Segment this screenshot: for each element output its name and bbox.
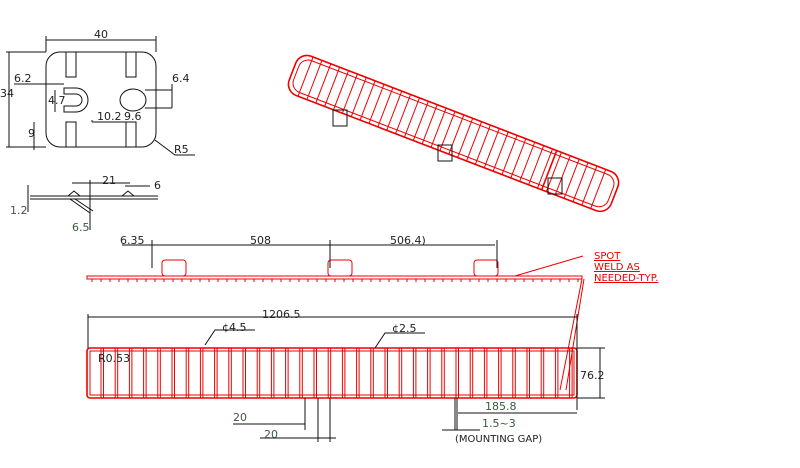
iso-cross-wire [359, 80, 376, 121]
iso-cross-wire [421, 104, 438, 145]
iso-cross-wire [430, 107, 447, 148]
iso-cross-wire [395, 94, 412, 134]
weld-note-2: WELD AS [594, 262, 640, 273]
iso-cross-wire [572, 162, 589, 202]
iso-cross-wire [466, 121, 483, 162]
weld-note-1: SPOT [594, 251, 621, 262]
dim-hole-size: 6.4 [172, 72, 190, 85]
iso-highlight-wire [540, 150, 558, 191]
iso-cross-wire [333, 70, 350, 111]
iso-cross-wire [528, 145, 545, 185]
iso-cross-wire [554, 155, 571, 196]
iso-cross-wire [537, 148, 554, 189]
plan-view [86, 314, 605, 442]
dim-slot-width: 4.7 [48, 94, 66, 107]
iso-cross-wire [341, 73, 358, 114]
dim-end-offset: 185.8 [485, 400, 517, 413]
iso-cross-wire [563, 158, 580, 199]
iso-cross-wire [412, 101, 429, 141]
iso-brackets [332, 109, 563, 195]
iso-cross-wire [457, 118, 474, 158]
dim-width: 40 [94, 28, 108, 41]
label-cross-wire: ¢2.5 [392, 322, 417, 335]
dim-spacing-2: 506.4) [390, 234, 426, 247]
iso-cross-wire [439, 111, 456, 151]
dim-plan-height: 76.2 [580, 369, 605, 382]
iso-cross-wire [306, 60, 323, 100]
dim-corner-radius: R5 [174, 143, 189, 156]
iso-cross-wire [590, 169, 607, 209]
iso-cross-wire [297, 56, 314, 97]
dim-bracket-length: 21 [102, 174, 116, 187]
dim-pitch-2: 20 [264, 428, 278, 441]
iso-cross-wire [492, 131, 509, 172]
iso-cross-wire [368, 84, 385, 124]
iso-cross-wire [448, 114, 465, 155]
dim-thickness: 1.2 [10, 204, 28, 217]
dim-bottom-offset: 9 [28, 127, 35, 140]
iso-cross-wire [483, 128, 500, 168]
dim-slot-offset: 6.2 [14, 72, 32, 85]
label-frame-wire: ¢4.5 [222, 321, 247, 334]
iso-cross-wire [501, 135, 518, 175]
iso-cross-wire [377, 87, 394, 128]
label-corner-radius: R0.53 [98, 352, 130, 365]
side-view [86, 240, 585, 391]
dim-slot-to-hole: 10.2 [97, 110, 122, 123]
dim-edge-offset: 6.35 [120, 234, 145, 247]
iso-cross-wire [581, 165, 598, 206]
dim-bracket-tab: 6 [154, 179, 161, 192]
dim-height: 34 [0, 87, 14, 100]
bracket-top-view [6, 36, 195, 156]
iso-cross-wire [510, 138, 527, 179]
label-mounting-gap: (MOUNTING GAP) [455, 434, 542, 445]
dim-gap: 1.5~3 [482, 417, 516, 430]
isometric-view [287, 54, 620, 213]
bracket-side-view [27, 180, 158, 230]
dim-overall-length: 1206.5 [262, 308, 301, 321]
weld-note-3: NEEDED-TYP. [594, 273, 658, 284]
iso-cross-wire [474, 124, 491, 165]
iso-cross-wire [324, 67, 341, 107]
dim-spacing-1: 508 [250, 234, 271, 247]
iso-cross-wire [545, 152, 562, 192]
dim-hole-width: 9.6 [124, 110, 142, 123]
iso-cross-wire [403, 97, 420, 138]
dim-pitch-1: 20 [233, 411, 247, 424]
iso-cross-wire [315, 63, 332, 104]
iso-cross-wire [519, 141, 536, 182]
iso-cross-wire [350, 77, 367, 117]
iso-cross-wire [386, 90, 403, 131]
dim-depth: 6.5 [72, 221, 90, 234]
